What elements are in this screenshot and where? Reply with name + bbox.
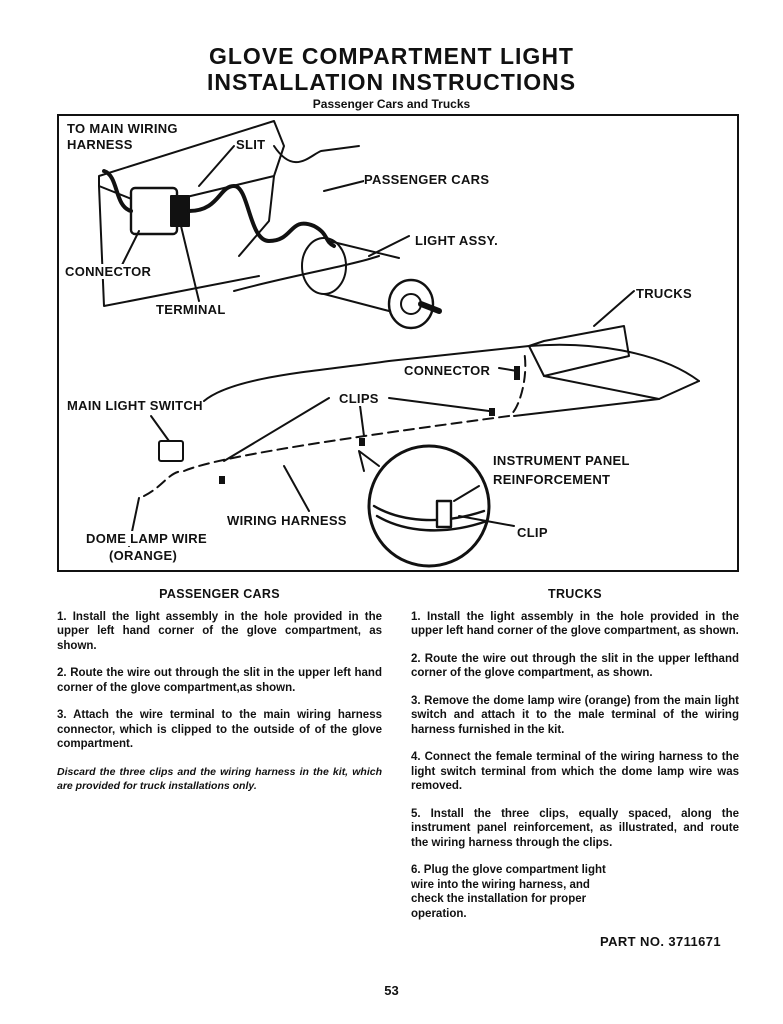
passenger-step-3: 3. Attach the wire terminal to the main … [57, 709, 382, 750]
connector-mid-body [514, 366, 520, 380]
label-passenger-cars: PASSENGER CARS [364, 172, 490, 187]
trucks-step-3: 3. Remove the dome lamp wire (orange) fr… [411, 694, 739, 736]
label-main-light-switch: MAIN LIGHT SWITCH [67, 398, 203, 413]
label-dome-lamp-1: DOME LAMP WIRE [86, 531, 207, 546]
passenger-note: Discard the three clips and the wiring h… [57, 765, 382, 793]
clip-2 [359, 438, 365, 446]
trucks-heading: TRUCKS [548, 587, 602, 601]
label-connector-mid: CONNECTOR [404, 363, 491, 378]
passenger-step-1: 1. Install the light assembly in the hol… [57, 610, 382, 652]
magnifier-circle [367, 444, 491, 568]
light-wire [102, 169, 336, 248]
installation-diagram: TO MAIN WIRING HARNESS SLIT PASSENGER CA… [57, 114, 739, 572]
label-slit: SLIT [236, 137, 266, 152]
leader-clips-a [223, 397, 330, 462]
label-dome-lamp-2: (ORANGE) [109, 548, 178, 563]
label-instrument-panel-1: INSTRUMENT PANEL [493, 453, 630, 468]
label-to-main-wiring-2: HARNESS [67, 137, 133, 152]
wiring-harness-dashed [143, 350, 527, 497]
trucks-step-6: 6. Plug the glove compartment light wire… [411, 864, 606, 920]
clip-detail [435, 499, 453, 529]
leader-terminal [180, 225, 200, 302]
light-socket [387, 278, 435, 330]
label-to-main-wiring-1: TO MAIN WIRING [67, 121, 178, 136]
trucks-step-1: 1. Install the light assembly in the hol… [411, 610, 739, 638]
glove-door-edge [238, 175, 275, 257]
page-subtitle: Passenger Cars and Trucks [312, 97, 471, 111]
leader-harness [283, 465, 310, 512]
leader-clip [458, 515, 515, 527]
truck-glove-lower [543, 375, 660, 400]
label-instrument-panel-2: REINFORCEMENT [493, 472, 611, 487]
leader-slit [198, 145, 235, 187]
truck-glove-box [528, 325, 630, 377]
label-trucks: TRUCKS [636, 286, 692, 301]
dash-panel-line [203, 343, 700, 402]
leader-light-assy [368, 235, 410, 257]
glove-compartment-side [98, 185, 260, 307]
page-title-line-1: GLOVE COMPARTMENT LIGHT [208, 43, 574, 69]
part-number: PART NO. 3711671 [600, 934, 722, 949]
light-barrel [323, 240, 400, 312]
leader-switch [150, 415, 170, 442]
leader-instrument-panel [453, 485, 480, 502]
trucks-step-4: 4. Connect the female terminal of the wi… [411, 751, 739, 792]
label-light-assy: LIGHT ASSY. [415, 233, 498, 248]
diagram-illustration [98, 120, 700, 568]
leader-trucks [593, 290, 635, 327]
switch-body [158, 440, 184, 462]
reinforcement-rail [372, 504, 489, 532]
label-clip: CLIP [517, 525, 548, 540]
label-connector-top: CONNECTOR [65, 264, 152, 279]
leader-passenger-cars [323, 180, 365, 192]
passenger-cars-heading: PASSENGER CARS [159, 587, 280, 601]
page-title-line-2: INSTALLATION INSTRUCTIONS [206, 69, 577, 95]
light-bulb-stem [418, 301, 442, 314]
trucks-column: TRUCKS 1. Install the light assembly in … [411, 587, 739, 934]
label-terminal: TERMINAL [156, 302, 226, 317]
page-number: 53 [384, 983, 399, 998]
trucks-step-5: 5. Install the three clips, equally spac… [411, 807, 739, 849]
label-clips: CLIPS [339, 391, 379, 406]
dash-upper-curve [273, 145, 360, 164]
dash-lower-line [233, 255, 380, 292]
passenger-cars-column: PASSENGER CARS 1. Install the light asse… [57, 587, 382, 794]
clip-1 [219, 476, 225, 484]
passenger-step-2: 2. Route the wire out through the slit i… [57, 667, 382, 694]
label-wiring-harness: WIRING HARNESS [227, 513, 347, 528]
clip-3 [489, 408, 495, 416]
leader-clips-c [388, 397, 490, 412]
trucks-step-2: 2. Route the wire out through the slit i… [411, 652, 739, 680]
magnifier-pointer [358, 450, 380, 472]
dash-panel-line-2 [513, 380, 700, 417]
terminal-body [170, 195, 190, 227]
